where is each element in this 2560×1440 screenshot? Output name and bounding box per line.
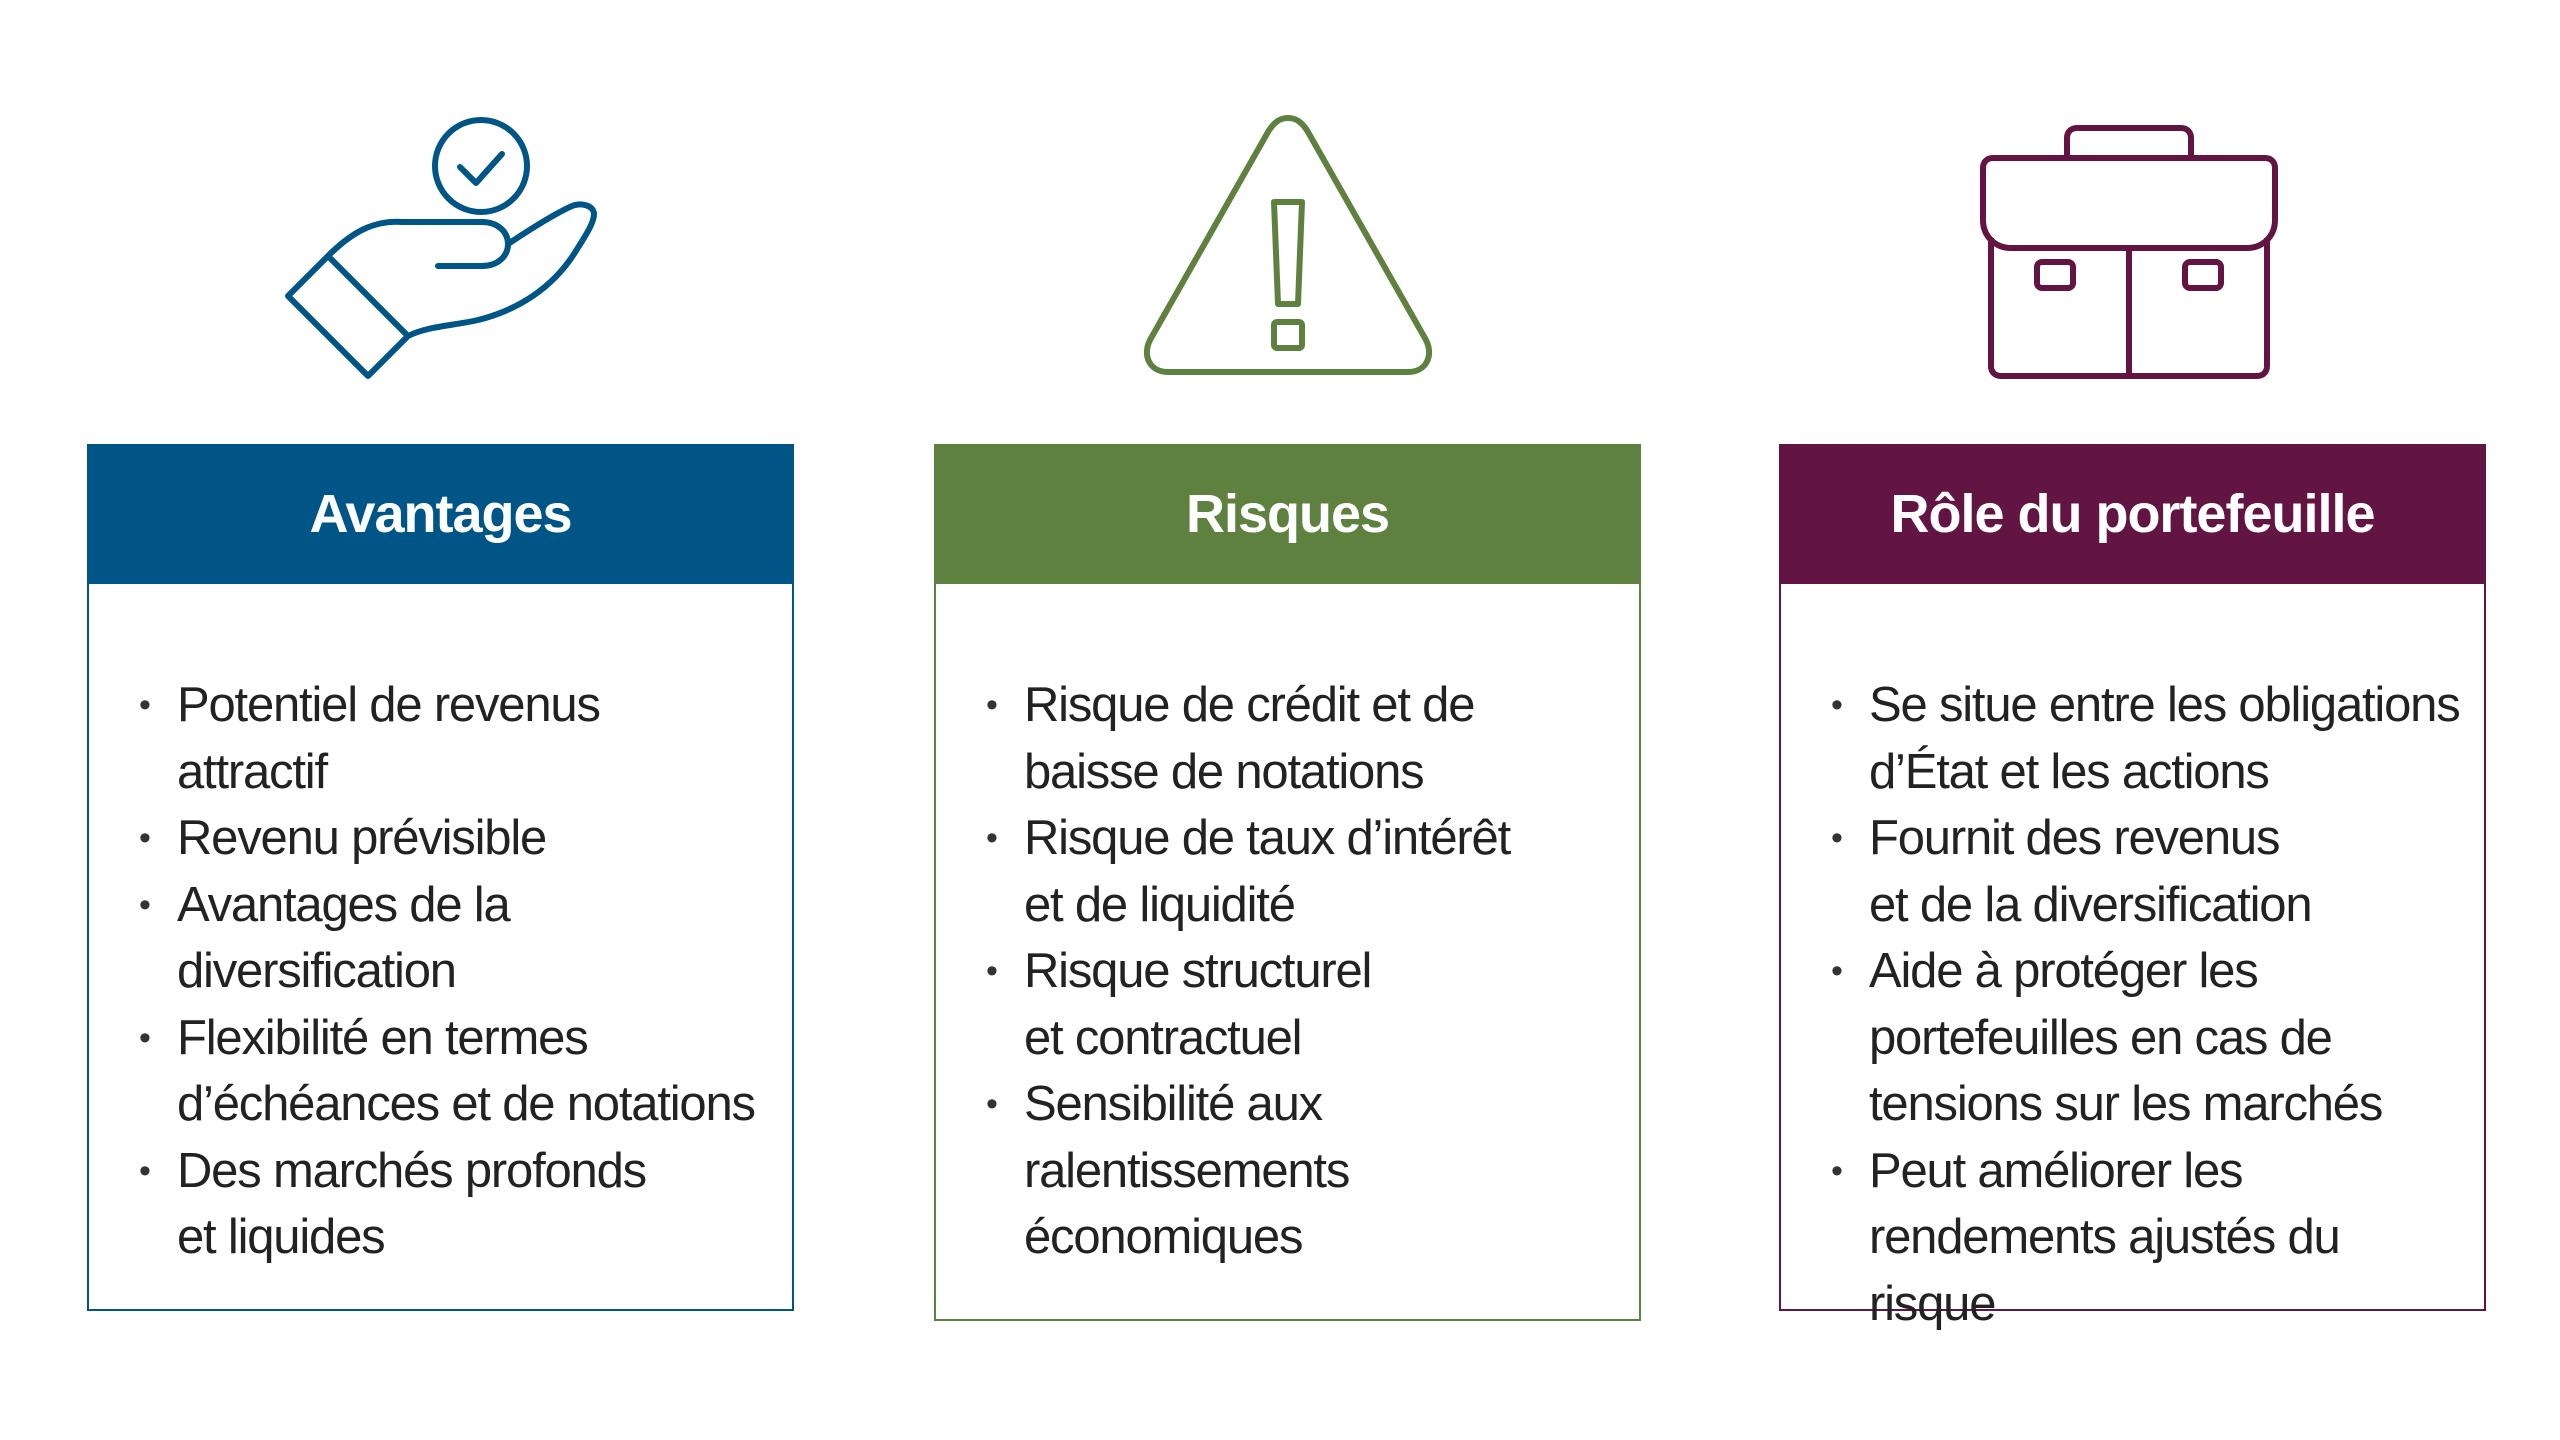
card-risques-body: Risque de crédit et de baisse de notatio… [934,584,1641,1321]
card-avantages-body: Potentiel de revenus attractif Revenu pr… [87,584,794,1311]
list-item: Risque de crédit et de baisse de notatio… [986,672,1619,805]
list-item: Flexibilité en termes d’échéances et de … [139,1005,772,1138]
avantages-list: Potentiel de revenus attractif Revenu pr… [139,672,772,1271]
hand-check-icon [282,110,602,380]
risques-list: Risque de crédit et de baisse de notatio… [986,672,1619,1271]
list-item: Sensibilité aux ralentissements économiq… [986,1071,1619,1271]
list-item: Revenu prévisible [139,805,772,872]
list-item: Des marchés profonds et liquides [139,1138,772,1271]
list-item: Peut améliorer les rendements ajustés du… [1831,1138,2464,1338]
card-risques-title: Risques [934,444,1641,584]
list-item: Aide à protéger les portefeuilles en cas… [1831,938,2464,1138]
briefcase-icon [1979,122,2279,382]
role-list: Se situe entre les obligations d’État et… [1831,672,2464,1337]
list-item: Risque structurel et contractuel [986,938,1619,1071]
list-item: Potentiel de revenus attractif [139,672,772,805]
card-role-body: Se situe entre les obligations d’État et… [1779,584,2486,1331]
card-role-title: Rôle du portefeuille [1779,444,2486,584]
warning-triangle-icon [1138,108,1438,378]
card-avantages-title: Avantages [87,444,794,584]
list-item: Fournit des revenus et de la diversifica… [1831,805,2464,938]
list-item: Avantages de la diversification [139,872,772,1005]
card-avantages: Avantages Potentiel de revenus attractif… [87,444,794,1311]
list-item: Risque de taux d’intérêt et de liquidité [986,805,1619,938]
card-risques: Risques Risque de crédit et de baisse de… [934,444,1641,1321]
card-role-portefeuille: Rôle du portefeuille Se situe entre les … [1779,444,2486,1331]
list-item: Se situe entre les obligations d’État et… [1831,672,2464,805]
